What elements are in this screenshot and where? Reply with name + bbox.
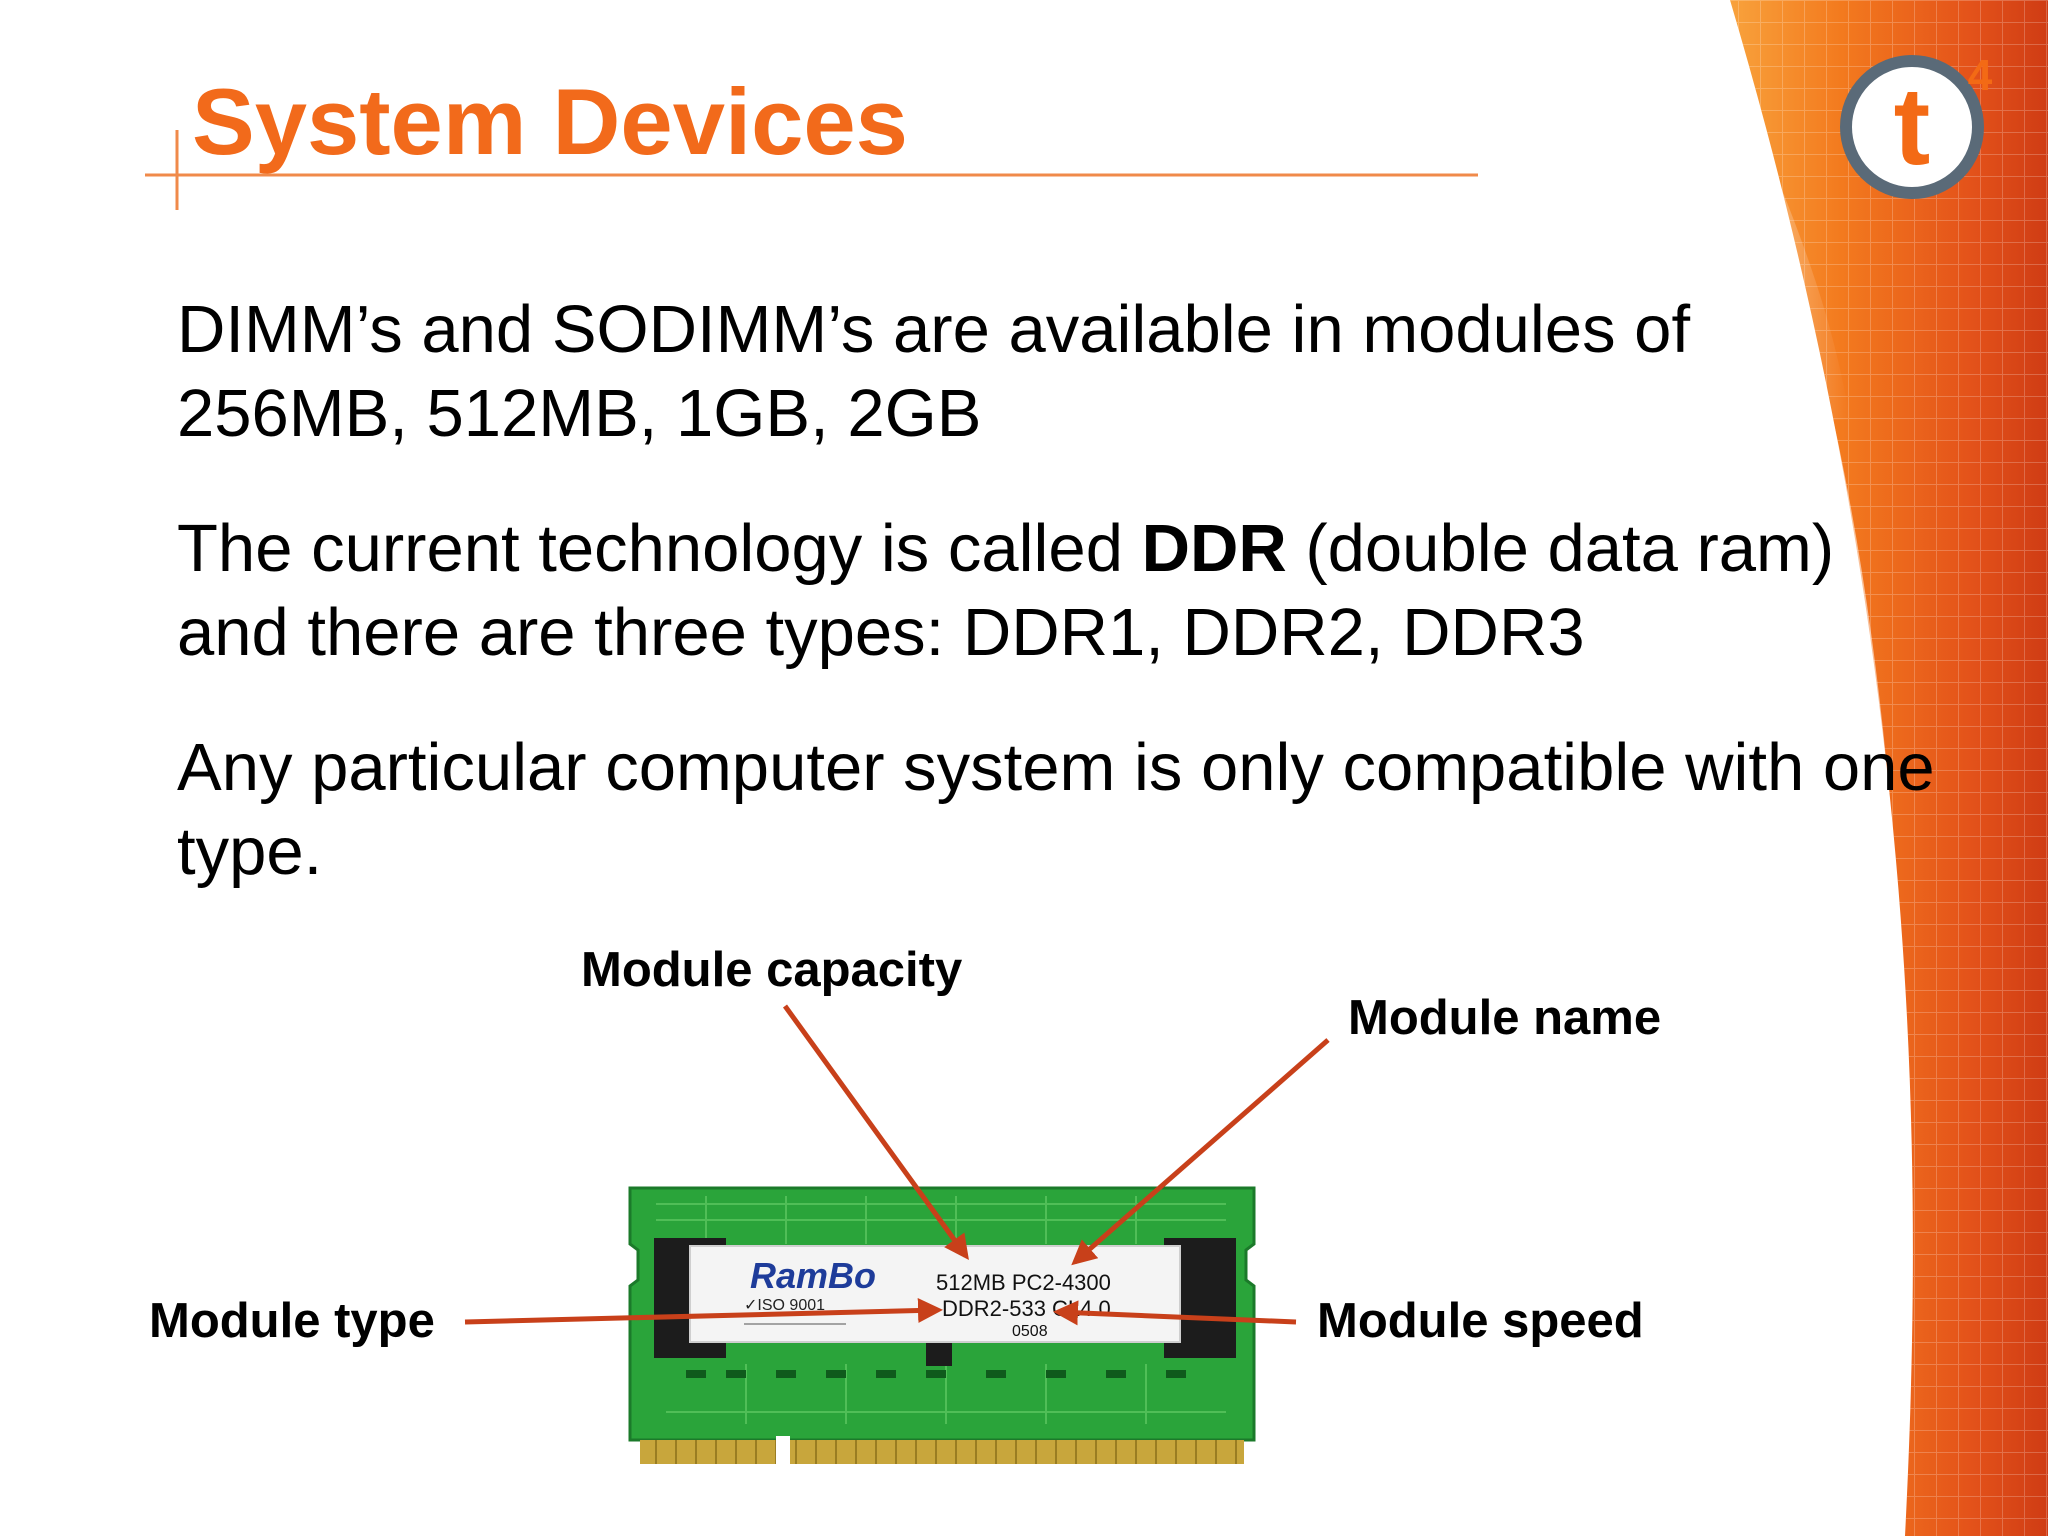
t4-logo: t 4 (1840, 52, 1993, 199)
ram-gold-contacts (640, 1440, 1244, 1464)
logo-superscript: 4 (1968, 52, 1993, 100)
paragraph-compatibility: Any particular computer system is only c… (177, 730, 1935, 889)
callout-module-capacity: Module capacity (581, 943, 963, 997)
paragraph-ddr-lead: The current technology is called (177, 511, 1142, 586)
callout-module-type: Module type (149, 1294, 435, 1348)
paragraph-ddr: The current technology is called DDR (do… (177, 507, 1937, 675)
ram-label-line3: 0508 (1012, 1323, 1048, 1340)
ram-iso: ✓ISO 9001 (744, 1297, 825, 1314)
callout-module-name: Module name (1348, 991, 1662, 1045)
slide-title: System Devices (192, 69, 908, 174)
callout-module-speed: Module speed (1317, 1294, 1644, 1348)
paragraph-modules: DIMM’s and SODIMM’s are available in mod… (177, 292, 1691, 451)
ram-brand: RamBo (750, 1255, 876, 1296)
orange-band-grid (1730, 0, 2048, 1536)
paragraph-ddr-tail: (double data ram) and there are three ty… (177, 511, 1835, 670)
white-swoosh (1690, 0, 1906, 1536)
ram-label-line2: DDR2-533 CL4.0 (942, 1296, 1111, 1321)
ram-label-line1: 512MB PC2-4300 (936, 1270, 1111, 1295)
ram-key-notch (776, 1436, 790, 1468)
logo-letter: t (1894, 65, 1931, 188)
ram-module-image: RamBo ✓ISO 9001 512MB PC2-4300 DDR2-533 … (626, 1184, 1266, 1468)
paragraph-ddr-bold: DDR (1141, 511, 1287, 586)
